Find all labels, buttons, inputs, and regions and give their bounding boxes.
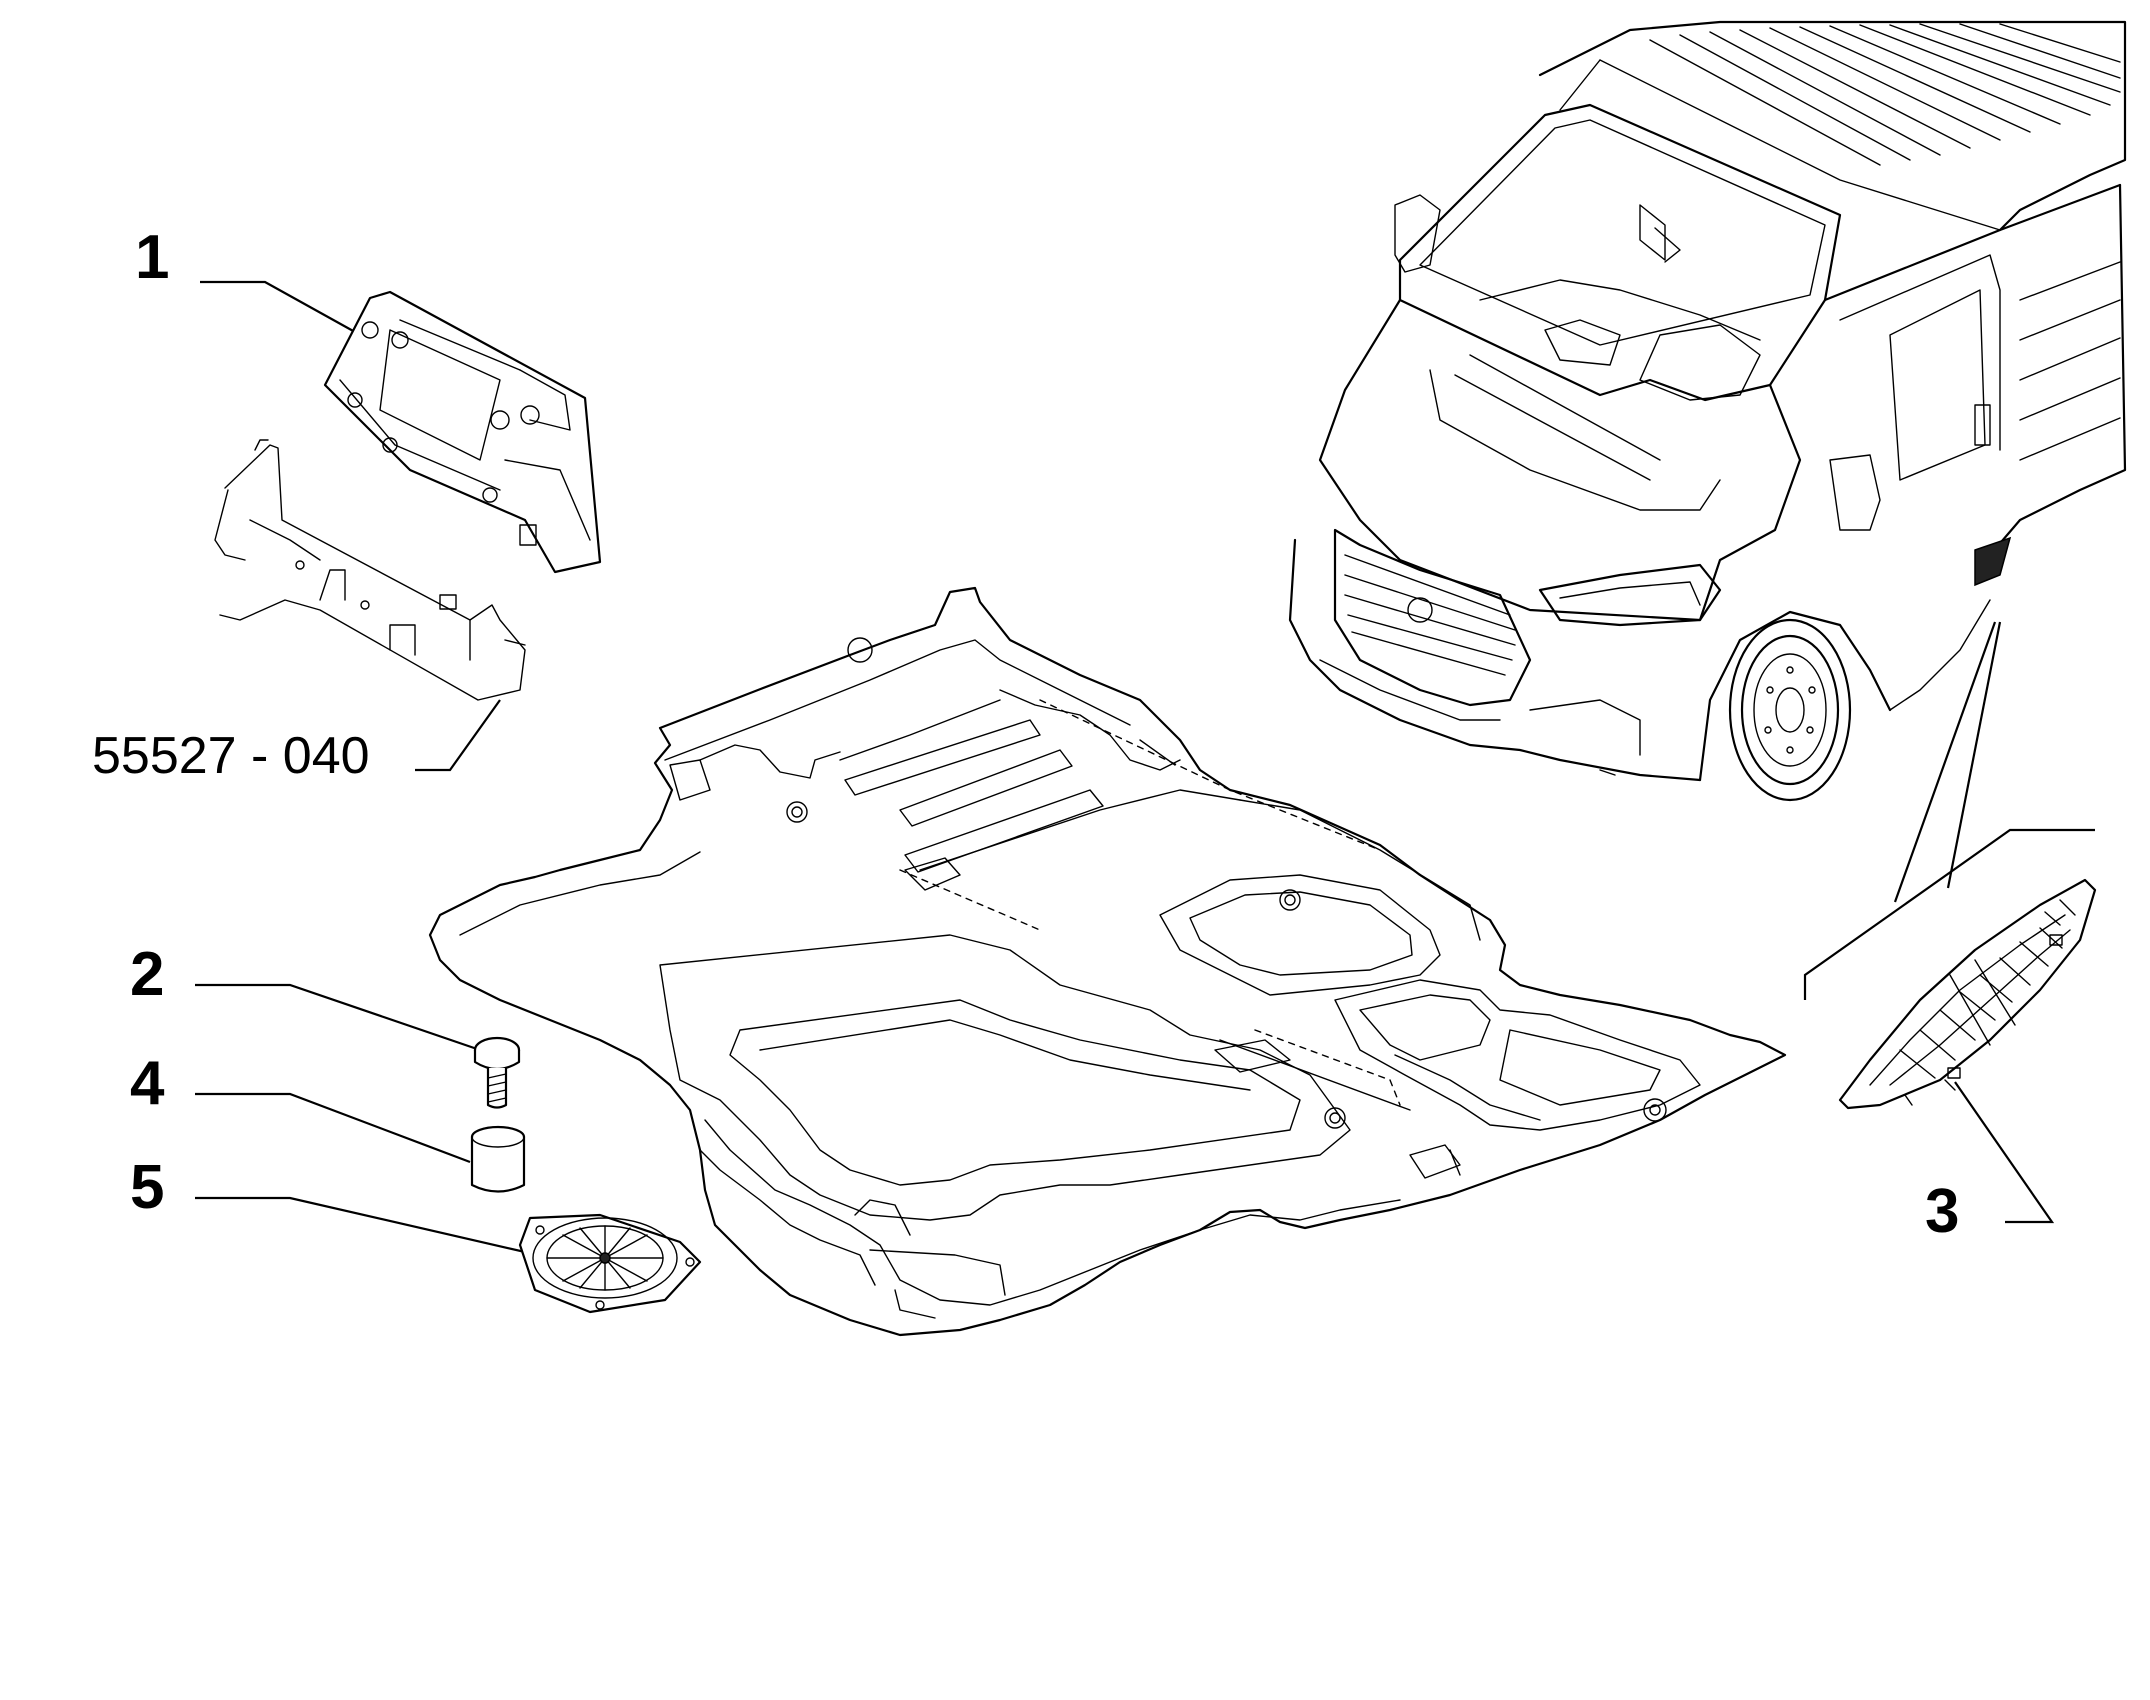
- leader-5: [195, 1196, 526, 1254]
- callout-3[interactable]: 3: [1925, 1177, 1959, 1246]
- leader-4: [195, 1092, 471, 1164]
- part-1-dash-box[interactable]: [323, 290, 602, 574]
- callout-5[interactable]: 5: [130, 1153, 164, 1222]
- van-illustration: [1288, 20, 2127, 802]
- van-roof-ribs: [1649, 23, 2121, 166]
- part-2-screw[interactable]: [473, 1036, 521, 1109]
- leader-1: [200, 280, 356, 333]
- grille-ribs: [1899, 927, 2063, 1079]
- leader-3-van-b: [1946, 621, 2002, 889]
- bracket-55527-040[interactable]: [214, 439, 526, 701]
- callout-2[interactable]: 2: [130, 940, 164, 1009]
- leader-3-van: [1893, 621, 1997, 903]
- part-3-speaker-grille[interactable]: [1838, 878, 2097, 1110]
- bracket-3-corner: [1803, 828, 2095, 1000]
- leader-3: [1954, 1081, 2055, 1224]
- part-4-spacer[interactable]: [470, 1125, 526, 1193]
- leader-ref: [415, 699, 501, 772]
- leader-2: [195, 983, 481, 1052]
- callout-4[interactable]: 4: [130, 1049, 165, 1118]
- leader-lines: [195, 280, 2095, 1254]
- callout-1[interactable]: 1: [135, 223, 169, 292]
- reference-number[interactable]: 55527 - 040: [92, 727, 370, 785]
- part-5-speaker[interactable]: [518, 1213, 702, 1314]
- floor-mat[interactable]: [428, 586, 1787, 1337]
